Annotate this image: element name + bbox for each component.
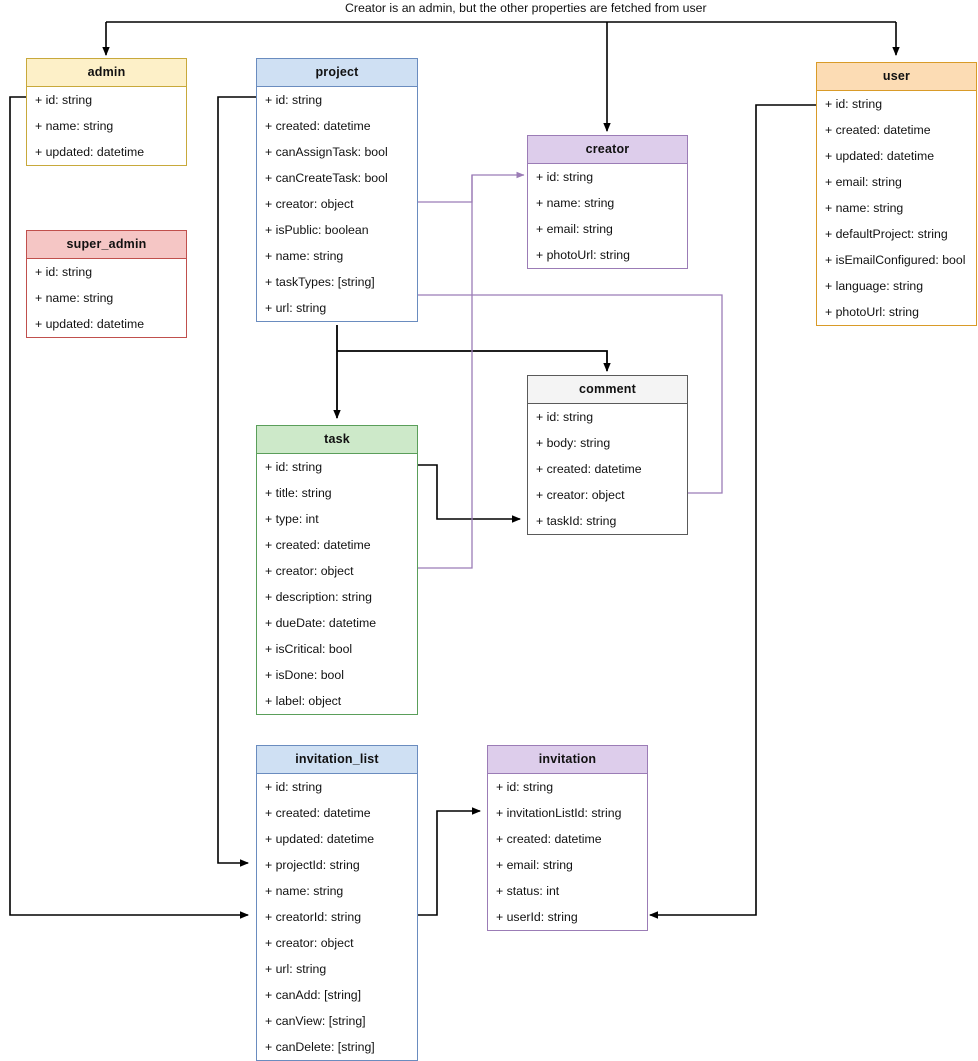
field-row: + updated: datetime bbox=[265, 832, 375, 846]
field-row: + id: string bbox=[825, 97, 883, 111]
field-row: + id: string bbox=[536, 410, 594, 424]
entity-invitation-list-title: invitation_list bbox=[257, 746, 417, 774]
entity-comment-title: comment bbox=[528, 376, 687, 404]
entity-invitation-title: invitation bbox=[488, 746, 647, 774]
entity-creator[interactable]: creator + id: string + name: string + em… bbox=[527, 135, 688, 269]
field-row: + photoUrl: string bbox=[536, 248, 630, 262]
entity-admin-fields: + id: string + name: string + updated: d… bbox=[27, 87, 186, 165]
entity-creator-fields: + id: string + name: string + email: str… bbox=[528, 164, 687, 268]
field-row: + id: string bbox=[35, 93, 93, 107]
entity-admin-title: admin bbox=[27, 59, 186, 87]
field-row: + url: string bbox=[265, 962, 327, 976]
field-row: + creatorId: string bbox=[265, 910, 362, 924]
entity-project-fields: + id: string + created: datetime + canAs… bbox=[257, 87, 417, 321]
edge-invitationlist-to-invitation bbox=[418, 807, 481, 916]
field-row: + language: string bbox=[825, 279, 924, 293]
entity-project[interactable]: project + id: string + created: datetime… bbox=[256, 58, 418, 322]
field-row: + created: datetime bbox=[265, 538, 371, 552]
entity-admin[interactable]: admin + id: string + name: string + upda… bbox=[26, 58, 187, 166]
entity-super-admin-fields: + id: string + name: string + updated: d… bbox=[27, 259, 186, 337]
field-row: + name: string bbox=[825, 201, 904, 215]
entity-invitation-fields: + id: string + invitationListId: string … bbox=[488, 774, 647, 930]
field-row: + label: object bbox=[265, 694, 342, 708]
field-row: + isCritical: bool bbox=[265, 642, 353, 656]
entity-user-fields: + id: string + created: datetime + updat… bbox=[817, 91, 976, 325]
field-row: + canAdd: [string] bbox=[265, 988, 362, 1002]
field-row: + isDone: bool bbox=[265, 668, 344, 682]
edge-task-to-comment bbox=[418, 464, 521, 523]
field-row: + id: string bbox=[496, 780, 554, 794]
entity-task[interactable]: task + id: string + title: string + type… bbox=[256, 425, 418, 715]
field-row: + created: datetime bbox=[265, 119, 371, 133]
field-row: + name: string bbox=[265, 884, 344, 898]
field-row: + id: string bbox=[35, 265, 93, 279]
edge-admin-to-invitationlist bbox=[9, 96, 249, 919]
field-row: + canDelete: [string] bbox=[265, 1040, 375, 1054]
field-row: + name: string bbox=[265, 249, 344, 263]
entity-task-title: task bbox=[257, 426, 417, 454]
field-row: + projectId: string bbox=[265, 858, 360, 872]
entity-project-title: project bbox=[257, 59, 417, 87]
edge-project-to-invitationlist bbox=[217, 96, 256, 867]
diagram-note: Creator is an admin, but the other prope… bbox=[345, 1, 707, 15]
field-row: + defaultProject: string bbox=[825, 227, 948, 241]
entity-comment[interactable]: comment + id: string + body: string + cr… bbox=[527, 375, 688, 535]
field-row: + type: int bbox=[265, 512, 319, 526]
field-row: + name: string bbox=[35, 291, 114, 305]
entity-super-admin[interactable]: super_admin + id: string + name: string … bbox=[26, 230, 187, 338]
field-row: + dueDate: datetime bbox=[265, 616, 377, 630]
field-row: + canAssignTask: bool bbox=[265, 145, 388, 159]
field-row: + updated: datetime bbox=[825, 149, 935, 163]
field-row: + created: datetime bbox=[825, 123, 931, 137]
field-row: + url: string bbox=[265, 301, 327, 315]
field-row: + id: string bbox=[265, 780, 323, 794]
field-row: + creator: object bbox=[265, 197, 354, 211]
field-row: + creator: object bbox=[265, 936, 354, 950]
entity-super-admin-title: super_admin bbox=[27, 231, 186, 259]
entity-task-fields: + id: string + title: string + type: int… bbox=[257, 454, 417, 714]
entity-invitation[interactable]: invitation + id: string + invitationList… bbox=[487, 745, 648, 931]
field-row: + created: datetime bbox=[496, 832, 602, 846]
field-row: + status: int bbox=[496, 884, 560, 898]
field-row: + title: string bbox=[265, 486, 332, 500]
field-row: + description: string bbox=[265, 590, 372, 604]
field-row: + created: datetime bbox=[536, 462, 642, 476]
field-row: + id: string bbox=[265, 93, 323, 107]
edge-creator-to-task-creator bbox=[418, 175, 473, 569]
field-row: + email: string bbox=[496, 858, 573, 872]
field-row: + isEmailConfigured: bool bbox=[825, 253, 966, 267]
entity-invitation-list-fields: + id: string + created: datetime + updat… bbox=[257, 774, 417, 1060]
field-row: + creator: object bbox=[536, 488, 625, 502]
field-row: + name: string bbox=[35, 119, 114, 133]
field-row: + isPublic: boolean bbox=[265, 223, 369, 237]
edge-project-to-comment bbox=[337, 350, 611, 372]
field-row: + updated: datetime bbox=[35, 317, 145, 331]
field-row: + id: string bbox=[536, 170, 594, 184]
field-row: + photoUrl: string bbox=[825, 305, 919, 319]
entity-creator-title: creator bbox=[528, 136, 687, 164]
field-row: + canCreateTask: bool bbox=[265, 171, 388, 185]
field-row: + id: string bbox=[265, 460, 323, 474]
field-row: + name: string bbox=[536, 196, 615, 210]
field-row: + body: string bbox=[536, 436, 611, 450]
field-row: + taskTypes: [string] bbox=[265, 275, 375, 289]
field-row: + canView: [string] bbox=[265, 1014, 366, 1028]
entity-invitation-list[interactable]: invitation_list + id: string + created: … bbox=[256, 745, 418, 1061]
entity-user-title: user bbox=[817, 63, 976, 91]
field-row: + updated: datetime bbox=[35, 145, 145, 159]
field-row: + taskId: string bbox=[536, 514, 617, 528]
field-row: + email: string bbox=[825, 175, 902, 189]
field-row: + invitationListId: string bbox=[496, 806, 622, 820]
field-row: + created: datetime bbox=[265, 806, 371, 820]
field-row: + userId: string bbox=[496, 910, 578, 924]
entity-comment-fields: + id: string + body: string + created: d… bbox=[528, 404, 687, 534]
field-row: + creator: object bbox=[265, 564, 354, 578]
field-row: + email: string bbox=[536, 222, 613, 236]
entity-user[interactable]: user + id: string + created: datetime + … bbox=[816, 62, 977, 326]
edge-project-creator-to-creator bbox=[418, 171, 525, 203]
